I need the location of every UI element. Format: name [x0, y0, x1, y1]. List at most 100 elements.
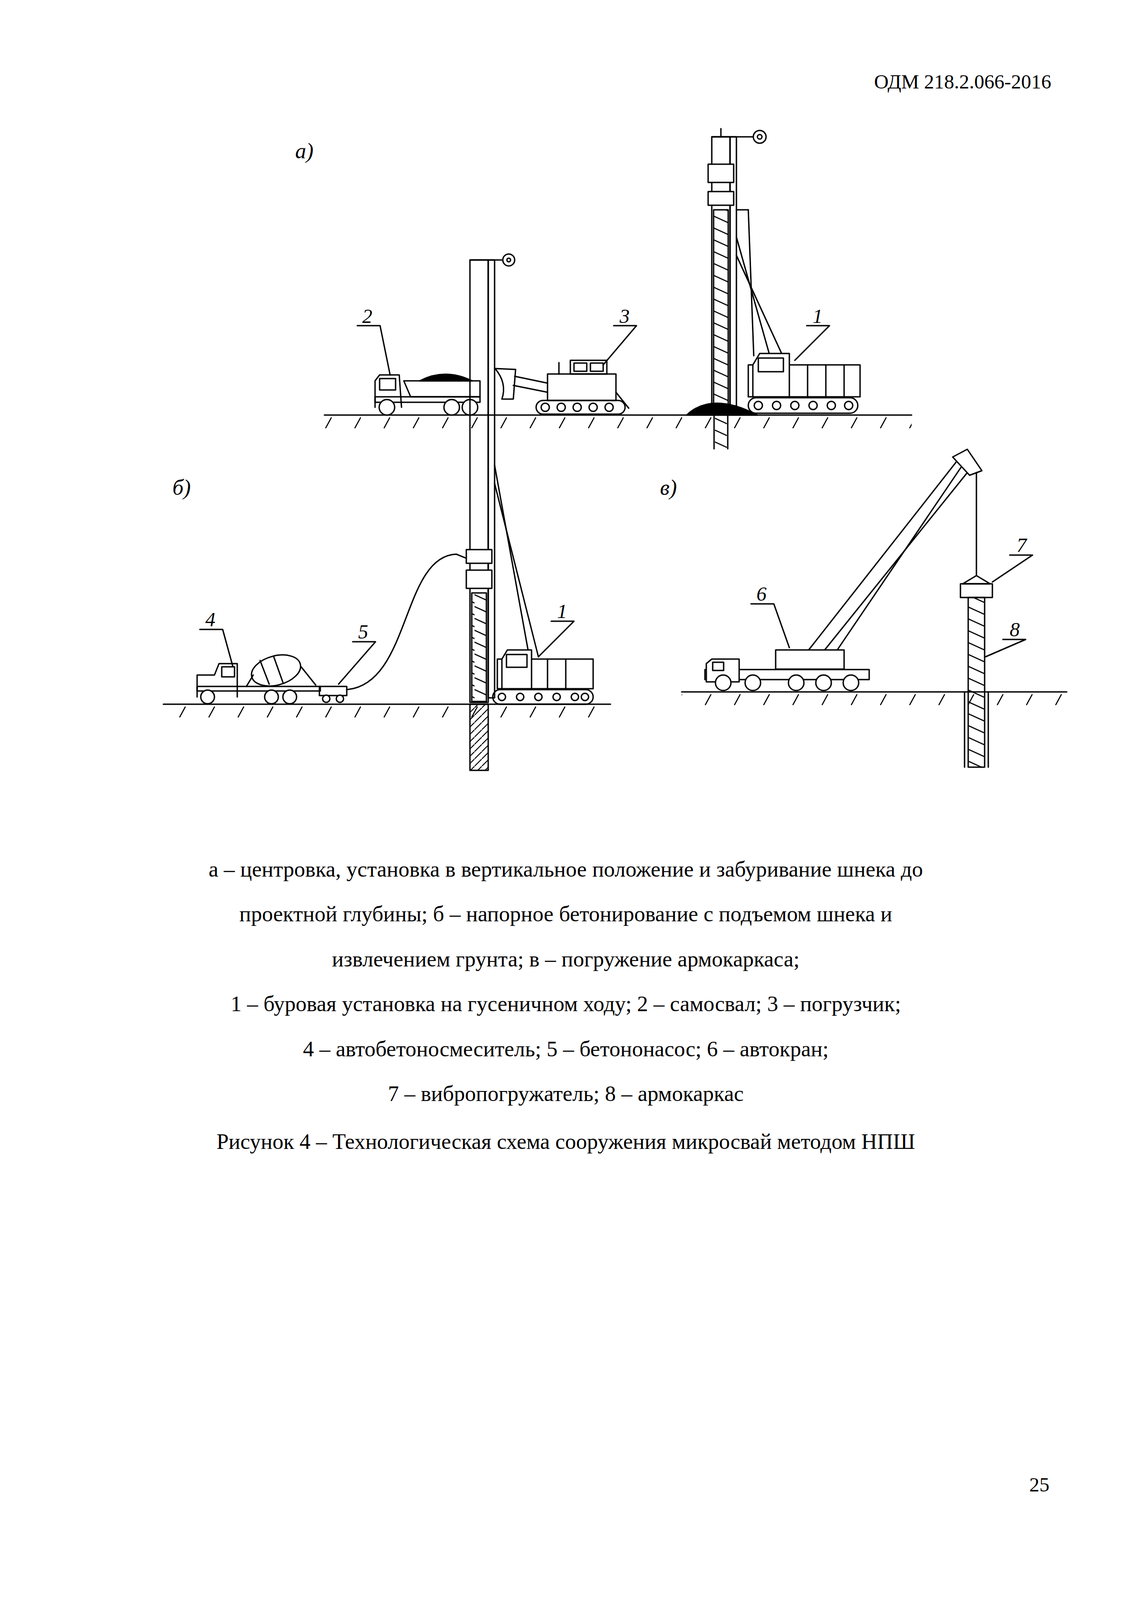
ground-line — [681, 692, 1067, 708]
loader — [605, 403, 614, 412]
drilling-rig — [469, 259, 502, 261]
dump-truck — [379, 399, 395, 416]
concrete-mixer-truck — [273, 657, 283, 683]
drilling-rig — [506, 258, 511, 262]
drilling-rig — [498, 693, 506, 701]
drilling-rig — [502, 254, 515, 267]
drilling-rig — [471, 593, 487, 702]
leader-line — [992, 555, 1033, 583]
ground-line — [324, 415, 912, 431]
loader — [495, 368, 516, 400]
drilling-rig — [469, 704, 489, 771]
callout-number: 8 — [1009, 617, 1020, 643]
drilling-rig — [720, 128, 722, 137]
reinforcement-cage — [987, 692, 990, 768]
drilling-rig — [790, 401, 799, 410]
drilling-rig — [466, 570, 492, 589]
loader — [573, 363, 587, 372]
truck-crane — [815, 675, 832, 691]
concrete-mixer-truck — [246, 675, 254, 687]
loader — [547, 374, 616, 401]
explanation-line: проектной глубины; б – напорное бетониро… — [239, 900, 893, 929]
drilling-rig — [753, 130, 767, 144]
ground-line — [163, 704, 611, 720]
truck-crane — [843, 675, 859, 691]
concrete-mixer-truck — [200, 690, 215, 705]
callout-number: 1 — [812, 303, 823, 329]
vibratory-driver — [962, 575, 991, 585]
loader — [590, 363, 604, 372]
truck-crane — [952, 449, 982, 476]
leader-line — [357, 325, 391, 376]
explanation-line: 1 – буровая установка на гусеничном ходу… — [230, 990, 901, 1018]
drilling-rig — [825, 365, 827, 397]
drilling-rig — [516, 693, 524, 701]
drilling-rig — [534, 693, 543, 701]
panel-letter: в) — [660, 474, 678, 502]
loader — [536, 400, 626, 415]
dump-truck — [379, 378, 396, 391]
drilling-rig — [581, 693, 589, 701]
leader-line — [199, 621, 574, 685]
document-code: ОДМ 218.2.066-2016 — [874, 69, 1052, 95]
callout-number: 5 — [358, 619, 369, 645]
drilling-rig — [501, 650, 532, 689]
drilling-rig — [466, 254, 594, 771]
concrete-mixer-truck — [301, 667, 316, 686]
drilling-rig — [736, 255, 785, 361]
panel-letter: а) — [295, 137, 314, 165]
drilling-rig — [754, 401, 763, 410]
leader-line — [794, 325, 830, 361]
ground-line — [163, 705, 611, 720]
drilling-rig — [843, 365, 846, 397]
drilling-rig — [547, 659, 549, 689]
page-number: 25 — [1029, 1472, 1050, 1498]
drilling-rig — [711, 136, 753, 138]
loader — [570, 360, 607, 375]
truck-crane — [775, 650, 845, 670]
loader — [589, 403, 598, 412]
concrete-mixer-truck — [282, 690, 297, 705]
truck-crane — [975, 472, 978, 576]
drilling-rig — [713, 209, 729, 410]
truck-crane — [715, 675, 731, 691]
reinforcement-cage — [964, 597, 989, 768]
drilling-rig — [844, 401, 853, 410]
concrete-pump — [336, 695, 344, 703]
explanation-line: 4 – автобетоносмеситель; 5 – бетононасос… — [302, 1035, 829, 1064]
drilling-rig — [727, 415, 729, 449]
drilling-rig — [827, 401, 836, 410]
callout-number: 4 — [205, 607, 216, 633]
drilling-rig — [488, 260, 495, 699]
dump-truck — [443, 399, 460, 416]
truck-crane — [837, 466, 962, 651]
loader — [573, 403, 582, 412]
drilling-rig — [552, 693, 561, 701]
drilling-rig — [808, 401, 818, 410]
drilling-rig — [757, 134, 762, 140]
panel-letter: б) — [172, 474, 191, 502]
truck-crane — [745, 675, 761, 691]
drilling-rig — [466, 549, 492, 564]
drilling-rig — [565, 659, 567, 689]
figure-caption: Рисунок 4 – Технологическая схема сооруж… — [216, 1128, 915, 1156]
leader-line — [338, 641, 376, 685]
loader — [541, 403, 550, 412]
drilling-rig — [752, 353, 790, 397]
ground-line — [681, 693, 1067, 708]
drilling-rig — [708, 164, 734, 183]
concrete-mixer-truck — [248, 650, 305, 692]
drilling-rig — [748, 397, 858, 414]
drilling-rig — [571, 693, 579, 701]
truck-crane — [807, 460, 970, 652]
drilling-rig — [772, 401, 781, 410]
drilling-rig — [492, 689, 594, 705]
drilling-rig — [494, 483, 539, 658]
explanation-line: 7 – вибропогружатель; 8 – армокаркас — [387, 1080, 744, 1108]
drilling-rig — [708, 191, 734, 206]
callout-number: 6 — [756, 581, 767, 607]
loader — [615, 392, 629, 409]
callout-number: 3 — [619, 303, 630, 329]
